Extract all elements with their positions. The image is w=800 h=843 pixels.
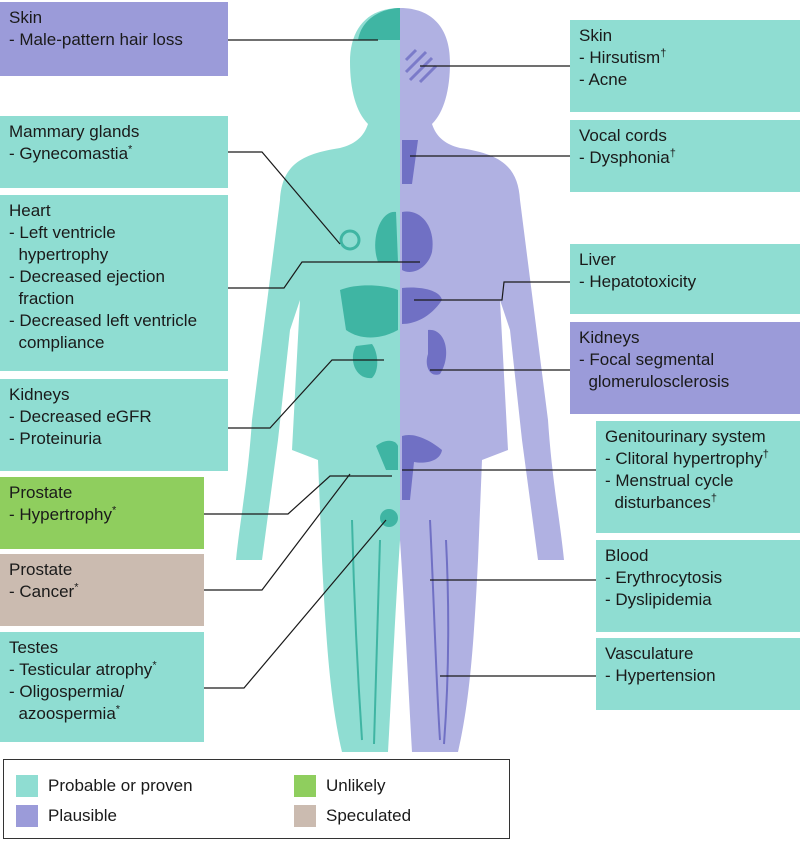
box-title: Liver [579, 250, 616, 269]
box-item: - Decreased left ventricle [9, 311, 198, 330]
box-title: Vocal cords [579, 126, 667, 145]
vocal-cords-box: Vocal cords - Dysphonia† [570, 120, 800, 192]
box-item: - Hypertension [605, 666, 716, 685]
liver-left-icon [340, 285, 398, 338]
mammary-box: Mammary glands - Gynecomastia* [0, 116, 228, 188]
legend-label-probable: Probable or proven [48, 776, 193, 795]
box-title: Heart [9, 201, 51, 220]
mammary-icon [339, 229, 361, 251]
box-title: Prostate [9, 483, 73, 502]
heart-left-icon [375, 211, 398, 262]
box-item: disturbances† [605, 492, 717, 512]
box-item: - Hypertrophy* [9, 504, 117, 524]
hair-region [358, 8, 400, 40]
box-item: - Gynecomastia* [9, 143, 133, 163]
box-item: - Clitoral hypertrophy† [605, 448, 769, 468]
facial-hair-hatch [404, 48, 438, 84]
box-title: Mammary glands [9, 122, 140, 141]
legend-swatch-probable [16, 775, 38, 797]
box-item: - Erythrocytosis [605, 568, 723, 587]
box-title: Kidneys [9, 385, 70, 404]
box-title: Vasculature [605, 644, 694, 663]
legend-swatch-unlikely [294, 775, 316, 797]
liver-right-icon [402, 287, 442, 324]
vasculature-box: Vasculature - Hypertension [596, 638, 800, 710]
box-title: Kidneys [579, 328, 640, 347]
heart-right-icon [402, 211, 433, 272]
box-title: Skin [579, 26, 613, 45]
legend-label-speculated: Speculated [326, 806, 412, 825]
liver-box: Liver - Hepatotoxicity [570, 244, 800, 314]
box-title: Skin [9, 8, 43, 27]
blood-box: Blood - Erythrocytosis - Dyslipidemia [596, 540, 800, 632]
prostate-speculated-box: Prostate - Cancer* [0, 554, 204, 626]
box-item: - Focal segmental [579, 350, 715, 369]
body-right-half [400, 8, 564, 752]
kidney-left-icon [352, 344, 378, 379]
box-item: - Left ventricle [9, 223, 116, 242]
box-item: - Proteinuria [9, 429, 102, 448]
uterus-left-icon [376, 440, 398, 470]
kidneys-left-box: Kidneys - Decreased eGFR - Proteinuria [0, 379, 228, 471]
kidney-right-icon [426, 329, 447, 375]
legend-label-unlikely: Unlikely [326, 776, 386, 795]
prostate-unlikely-box: Prostate - Hypertrophy* [0, 477, 204, 549]
vocal-cords-icon [402, 140, 418, 184]
box-item: hypertrophy [9, 245, 109, 264]
box-item: - Hirsutism† [579, 47, 667, 67]
heart-box: Heart - Left ventricle hypertrophy - Dec… [0, 195, 228, 371]
legend-swatch-speculated [294, 805, 316, 827]
box-item: - Hepatotoxicity [579, 272, 697, 291]
box-item: - Menstrual cycle [605, 471, 734, 490]
box-item: - Oligospermia/ [9, 682, 125, 701]
box-item: glomerulosclerosis [579, 372, 730, 391]
box-item: - Decreased eGFR [9, 407, 152, 426]
box-title: Blood [605, 546, 649, 565]
skin-right-box: Skin - Hirsutism† - Acne [570, 20, 800, 112]
uterus-right-icon [402, 434, 442, 500]
box-title: Prostate [9, 560, 73, 579]
box-title: Testes [9, 638, 59, 657]
legend-swatch-plausible [16, 805, 38, 827]
box-item: - Testicular atrophy* [9, 659, 157, 679]
legend-label-plausible: Plausible [48, 806, 117, 825]
box-item: - Cancer* [9, 581, 79, 601]
kidneys-right-box: Kidneys - Focal segmental glomeruloscler… [570, 322, 800, 414]
box-item: - Decreased ejection [9, 267, 165, 286]
box-item: - Male-pattern hair loss [9, 30, 183, 49]
box-title: Genitourinary system [605, 427, 766, 446]
box-item: - Acne [579, 70, 628, 89]
box-item: fraction [9, 289, 75, 308]
veins-left [351, 519, 381, 745]
box-item: - Dyslipidemia [605, 590, 712, 609]
box-item: - Dysphonia† [579, 147, 676, 167]
box-item: azoospermia* [9, 703, 121, 723]
connector-lines [204, 39, 596, 689]
legend: Probable or proven Plausible Unlikely Sp… [3, 759, 510, 839]
genitourinary-box: Genitourinary system - Clitoral hypertro… [596, 421, 800, 533]
testes-box: Testes - Testicular atrophy* - Oligosper… [0, 632, 204, 742]
box-item: compliance [9, 333, 105, 352]
veins-right [429, 519, 450, 745]
skin-left-box: Skin - Male-pattern hair loss [0, 2, 228, 76]
